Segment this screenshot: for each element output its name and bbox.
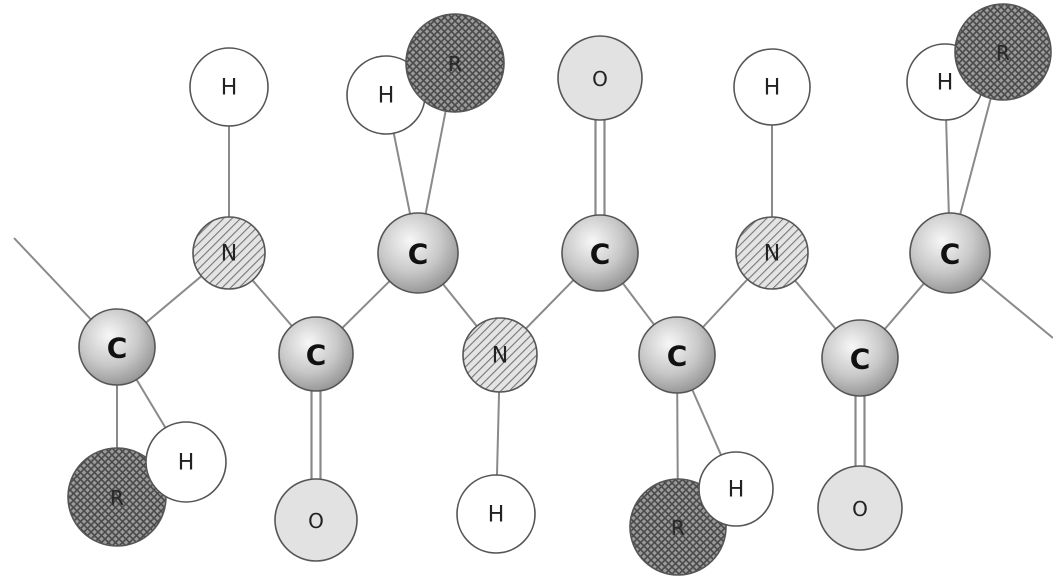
hydrogen-atom-h5: H [698,451,774,527]
oxygen-atom-o3: O [817,465,903,551]
carbon-label: C [107,332,128,365]
carbon-circle [638,316,716,394]
carbon-atom-c1: C [78,308,156,386]
atoms-layer: C R H N H C O C H R N H C O C R H N H C O C H R [67,3,1052,576]
hydrogen-label: H [221,76,238,101]
hydrogen-atom-h2: H [189,47,269,127]
carbon-atom-c3: C [377,212,459,294]
hydrogen-label: H [937,71,954,96]
carbon-circle [377,212,459,294]
nitrogen-atom-n2: N [462,317,538,393]
hydrogen-circle [698,451,774,527]
oxygen-label: O [852,497,868,521]
nitrogen-atom-n1: N [192,216,266,290]
carbon-atom-c4: C [561,214,639,292]
carbon-label: C [306,339,327,372]
oxygen-atom-o1: O [274,478,358,562]
r-group-label: R [448,52,462,76]
carbon-circle [278,316,354,392]
carbon-atom-c7: C [909,212,991,294]
carbon-atom-c5: C [638,316,716,394]
nitrogen-circle [735,216,809,290]
carbon-circle [909,212,991,294]
hydrogen-circle [145,421,227,503]
carbon-atom-c2: C [278,316,354,392]
carbon-label: C [667,340,688,373]
r-group-circle [954,3,1052,101]
r-group-circle [405,13,505,113]
hydrogen-label: H [764,76,781,101]
r-group-atom-r2: R [405,13,505,113]
hydrogen-atom-h1: H [145,421,227,503]
carbon-label: C [850,343,871,376]
carbon-label: C [408,238,429,271]
oxygen-circle [557,35,643,121]
oxygen-circle [817,465,903,551]
nitrogen-atom-n3: N [735,216,809,290]
carbon-circle [78,308,156,386]
oxygen-label: O [592,67,608,91]
carbon-atom-c6: C [821,319,899,397]
r-group-label: R [671,516,685,540]
carbon-label: C [590,238,611,271]
hydrogen-label: H [488,503,505,528]
r-group-atom-r1: R [67,447,167,547]
r-group-atom-r4: R [954,3,1052,101]
carbon-circle [821,319,899,397]
oxygen-label: O [308,509,324,533]
nitrogen-circle [462,317,538,393]
hydrogen-label: H [178,451,195,476]
hydrogen-circle [189,47,269,127]
hydrogen-atom-h6: H [733,48,811,126]
hydrogen-label: H [378,84,395,109]
hydrogen-circle [456,474,536,554]
oxygen-atom-o2: O [557,35,643,121]
hydrogen-atom-h4: H [456,474,536,554]
hydrogen-circle [733,48,811,126]
nitrogen-label: N [221,242,237,267]
r-group-label: R [110,486,124,510]
nitrogen-circle [192,216,266,290]
nitrogen-label: N [764,242,780,267]
r-group-label: R [996,41,1010,65]
nitrogen-label: N [492,344,508,369]
carbon-circle [561,214,639,292]
carbon-label: C [940,238,961,271]
oxygen-circle [274,478,358,562]
hydrogen-label: H [728,478,745,503]
